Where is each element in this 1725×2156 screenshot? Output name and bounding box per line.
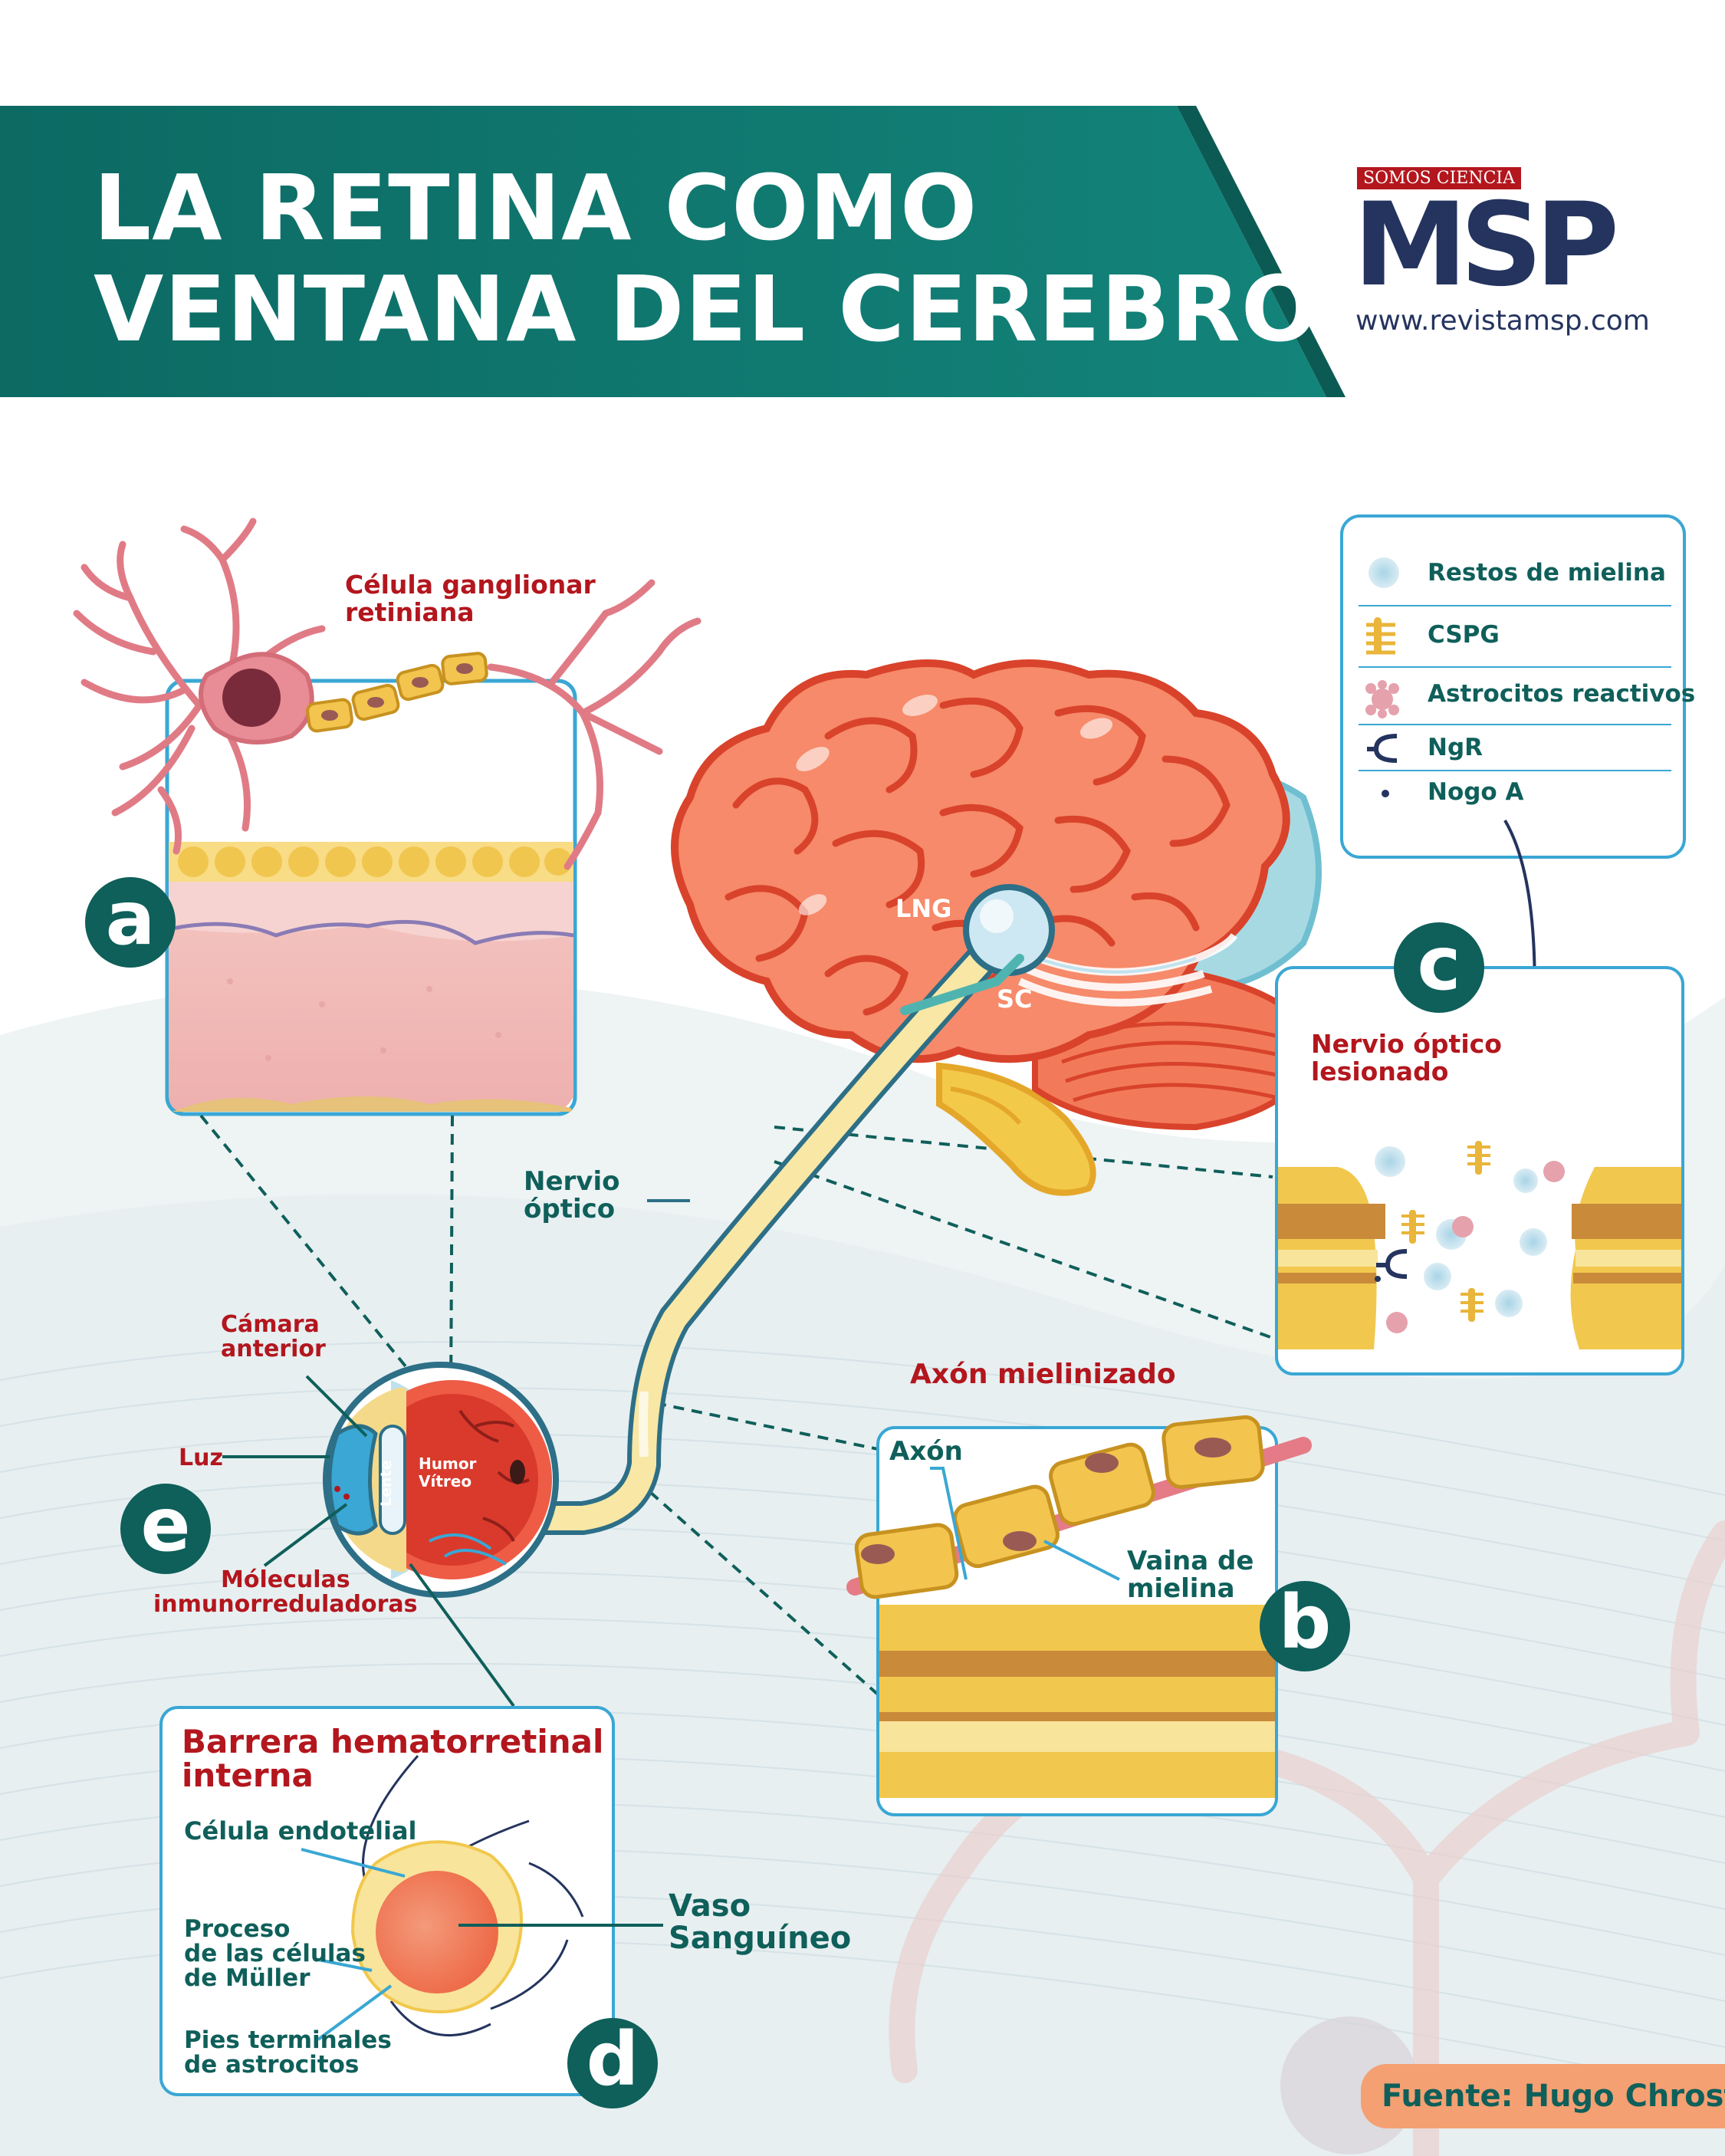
panel-c-badge: c — [1394, 922, 1484, 1013]
lens-label: Lente — [378, 1460, 395, 1507]
title-line-2: VENTANA DEL CEREBRO — [94, 256, 1319, 362]
legend-ngr: NgR — [1428, 734, 1484, 761]
endothelial-cell-label: Célula endotelial — [184, 1816, 417, 1845]
blood-retina-barrier-title: Barrera hematorretinal interna — [182, 1723, 604, 1794]
sc-label: SC — [997, 984, 1033, 1014]
panel-d-badge: d — [567, 2018, 658, 2108]
myelinated-axon-title: Axón mielinizado — [910, 1359, 1176, 1390]
page-title: LA RETINA COMO VENTANA DEL CEREBRO — [94, 157, 1319, 360]
header-banner — [0, 106, 1326, 397]
legend-reactive-astrocytes: Astrocitos reactivos — [1428, 680, 1696, 708]
cspg-icon — [1366, 617, 1395, 655]
myelin-debris-icon — [1368, 557, 1399, 588]
panel-a-badge: a — [85, 877, 176, 968]
legend-cspg: CSPG — [1428, 621, 1500, 649]
reactive-astrocyte-icon — [1365, 680, 1399, 718]
light-label: Luz — [179, 1444, 223, 1471]
blood-vessel-label: Vaso Sanguíneo — [669, 1888, 852, 1956]
legend-myelin-debris: Restos de mielina — [1428, 559, 1666, 587]
nogo-a-dot-icon — [1382, 790, 1389, 797]
lng-label: LNG — [895, 894, 952, 923]
ganglion-cell-label: Célula ganglionar retiniana — [345, 570, 596, 627]
legend-nogo-a: Nogo A — [1428, 778, 1524, 806]
source-credit: Fuente: Hugo Chrost — [1361, 2064, 1725, 2128]
anterior-chamber-label: Cámara anterior — [221, 1311, 326, 1362]
muller-process-label: Proceso de las células de Müller — [184, 1915, 366, 1992]
immune-molecules-label: Móleculas inmunorreduladoras — [153, 1566, 418, 1618]
myelin-sheath-label: Vaina de mielina — [1127, 1546, 1254, 1604]
optic-nerve-label: Nervio óptico — [524, 1166, 620, 1224]
injured-nerve-label: Nervio óptico lesionado — [1311, 1029, 1502, 1086]
brand-logo: MSP — [1353, 179, 1619, 312]
ngr-receptor-icon — [1367, 734, 1398, 763]
brand-tagline: SOMOS CIENCIA — [1357, 167, 1521, 189]
title-line-1: LA RETINA COMO — [94, 155, 978, 261]
panel-b-badge: b — [1260, 1581, 1350, 1671]
brand-url: www.revistamsp.com — [1355, 305, 1650, 337]
astrocyte-endfeet-label: Pies terminales de astrocitos — [184, 2026, 392, 2079]
panel-e-badge: e — [120, 1484, 211, 1574]
axon-label: Axón — [889, 1436, 963, 1467]
vitreous-label: Humor Vítreo — [419, 1454, 477, 1490]
